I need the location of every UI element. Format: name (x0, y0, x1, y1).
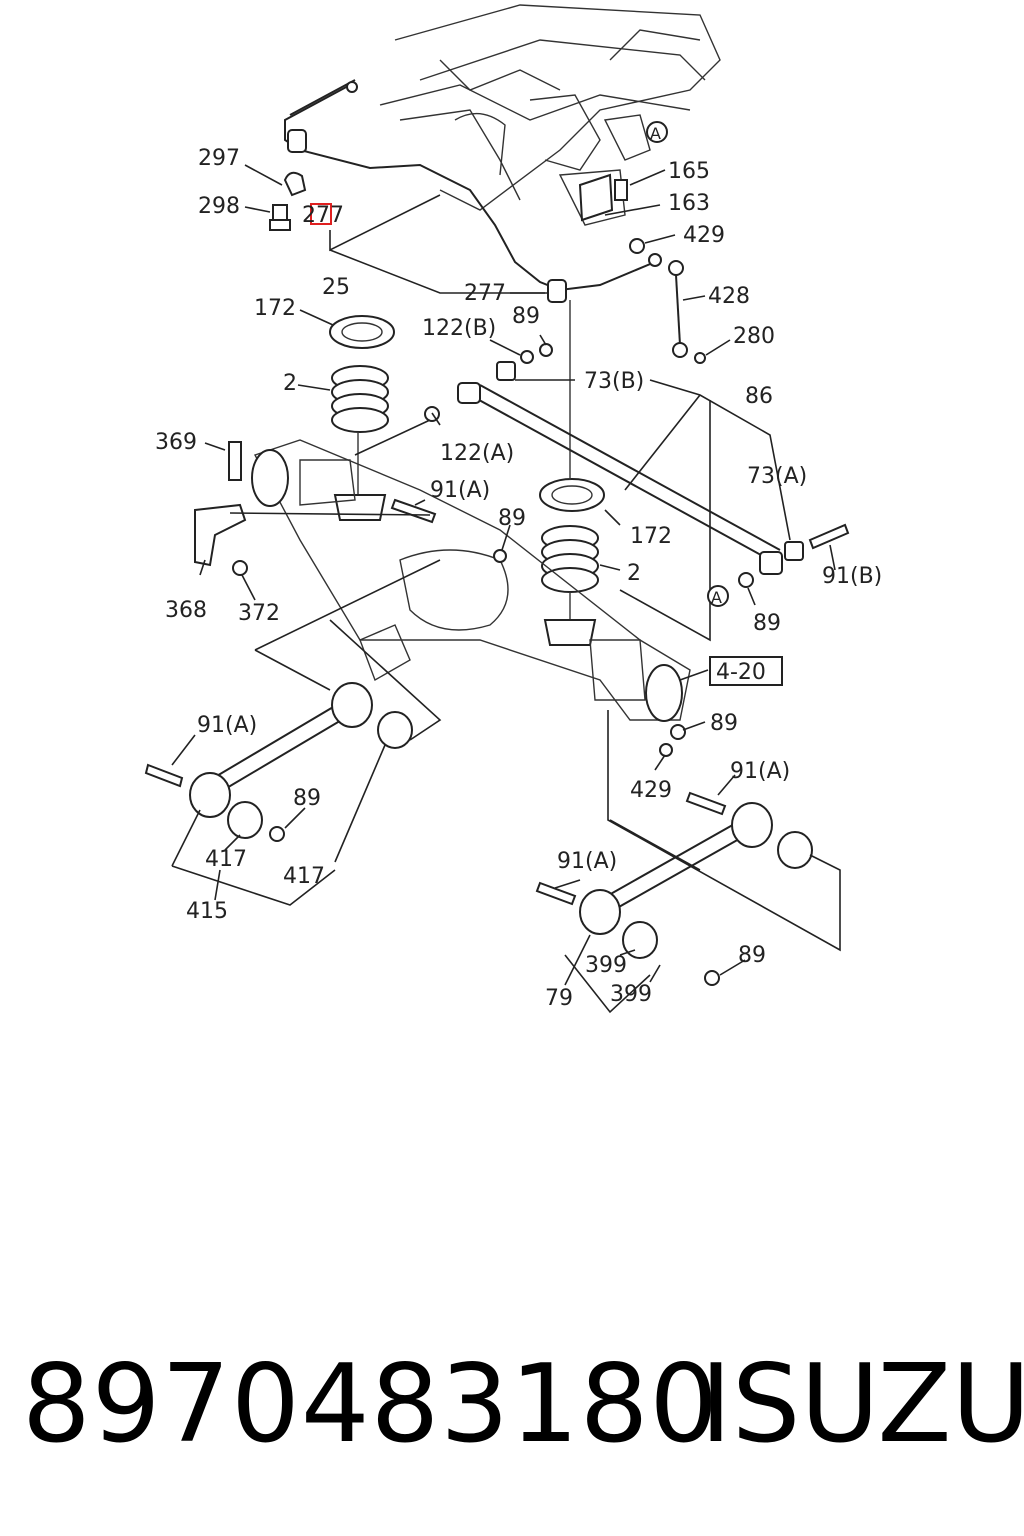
callout-163: 163 (668, 191, 710, 216)
callout-172-mid: 172 (630, 524, 672, 549)
clamp-hardware (269, 171, 628, 231)
callout-280: 280 (733, 324, 775, 349)
callout-91a-right: 91(A) (730, 759, 790, 784)
callout-a-top: A (650, 124, 661, 143)
callout-372: 372 (238, 601, 280, 626)
callout-89-mid: 89 (498, 506, 526, 531)
callout-73b: 73(B) (584, 369, 644, 394)
brand-name: ISUZU (700, 1342, 1024, 1467)
callout-298: 298 (198, 194, 240, 219)
callout-2-left: 2 (283, 371, 297, 396)
callout-a-mid: A (711, 588, 722, 607)
rear-axle-housing (251, 439, 691, 757)
callout-399-b: 399 (610, 982, 652, 1007)
parts-diagram: 297 298 277 165 163 429 25 277 428 172 1… (144, 4, 882, 1014)
callout-428: 428 (708, 284, 750, 309)
callout-2-right: 2 (627, 561, 641, 586)
reference-a-mid-circle (707, 585, 729, 607)
callout-297: 297 (198, 146, 240, 171)
vehicle-frame (379, 4, 721, 226)
callout-91a-bottom: 91(A) (557, 849, 617, 874)
callout-417-b: 417 (283, 864, 325, 889)
right-trailing-link (535, 791, 813, 986)
callout-91b: 91(B) (822, 564, 882, 589)
bracket-hardware (194, 441, 850, 576)
callout-73a: 73(A) (747, 464, 807, 489)
right-spring-group (539, 300, 605, 646)
callout-89-bottom: 89 (738, 943, 766, 968)
callout-429-top: 429 (683, 223, 725, 248)
part-number: 8970483180 (22, 1342, 720, 1467)
callout-277-top: 277 (302, 203, 344, 228)
callout-122a: 122(A) (440, 441, 514, 466)
callout-399-a: 399 (585, 953, 627, 978)
callout-89-right: 89 (753, 611, 781, 636)
callout-89-top: 89 (512, 304, 540, 329)
callout-86: 86 (745, 384, 773, 409)
callout-429-bottom: 429 (630, 778, 672, 803)
callout-89-left-link: 89 (293, 786, 321, 811)
leader-lines (171, 164, 841, 1014)
callout-415: 415 (186, 899, 228, 924)
reference-4-20-box (709, 656, 783, 686)
highlight-box (310, 203, 332, 225)
callout-79: 79 (545, 986, 573, 1011)
callout-89-axle: 89 (710, 711, 738, 736)
callout-369: 369 (155, 430, 197, 455)
stabilizer-link (629, 238, 706, 364)
left-spring-group (329, 315, 395, 521)
callout-91a-left: 91(A) (197, 713, 257, 738)
callout-4-20: 4-20 (716, 660, 766, 685)
callout-25: 25 (322, 275, 350, 300)
reference-a-top-circle (646, 121, 668, 143)
callout-165: 165 (668, 159, 710, 184)
lateral-rod (424, 343, 804, 588)
stabilizer-bar (284, 79, 662, 303)
callout-368: 368 (165, 598, 207, 623)
callout-172-top: 172 (254, 296, 296, 321)
footer: 8970483180 ISUZU (0, 1340, 1024, 1490)
callout-417-a: 417 (205, 847, 247, 872)
left-trailing-link (144, 682, 413, 842)
callout-91a-mid: 91(A) (430, 478, 490, 503)
callout-277-mid: 277 (464, 281, 506, 306)
callout-122b: 122(B) (422, 316, 496, 341)
